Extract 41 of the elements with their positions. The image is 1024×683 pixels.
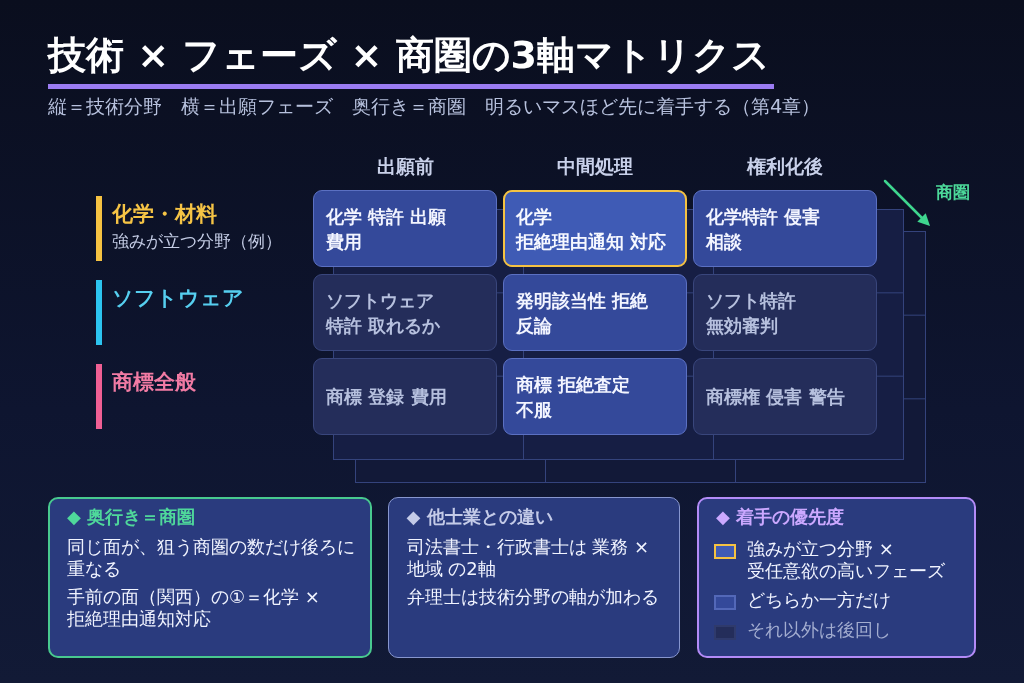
matrix-cell (313, 274, 497, 351)
info-card (388, 497, 680, 658)
matrix-cell (693, 358, 877, 435)
row-header: ソフトウェア (112, 285, 244, 311)
legend-text: 強みが立つ分野 × 受任意欲の高いフェーズ (747, 538, 946, 582)
row-header: 化学・材料 (112, 201, 217, 227)
matrix-cell (693, 274, 877, 351)
column-header: 中間処理 (556, 154, 634, 178)
info-card (697, 497, 976, 658)
card-text: 同じ面が、狙う商圏の数だけ後ろに重なる (67, 536, 356, 580)
matrix-cell (503, 274, 687, 351)
cell-label: ソフト特許無効審判 (706, 288, 796, 338)
arrow-label: 商圏 (936, 181, 970, 203)
cell-label: 商標 登録 費用 (326, 385, 447, 409)
info-card (48, 497, 372, 658)
cell-label: ソフトウェア特許 取れるか (326, 288, 441, 338)
row-subtitle: 強みが立つ分野（例） (112, 230, 282, 253)
matrix-cell (693, 190, 877, 267)
cell-label: 商標権 侵害 警告 (706, 385, 845, 409)
matrix-cell (313, 190, 497, 267)
cell-label: 化学 特許 出願費用 (325, 204, 447, 254)
card-heading: ◆ 着手の優先度 (716, 505, 846, 529)
cell-label: 商標 拒絶査定不服 (515, 372, 630, 422)
matrix-cell (313, 358, 497, 435)
cell-label: 化学拒絶理由通知 対応 (516, 204, 667, 254)
card-text: 司法書士・行政書士は 業務 × 地域 の2軸 (406, 535, 651, 580)
legend-text: それ以外は後回し (747, 619, 892, 641)
card-text: 手前の面（関西）の①＝化学 × 拒絶理由通知対応 (67, 586, 321, 630)
column-header: 権利化後 (745, 154, 824, 178)
title: 技術 × フェーズ × 商圏の3軸マトリクス (48, 32, 771, 78)
row-header: 商標全般 (112, 369, 196, 395)
matrix-cell (503, 358, 687, 435)
cell-label: 化学特許 侵害相談 (705, 204, 820, 254)
column-header: 出願前 (375, 154, 435, 178)
cell-label: 発明該当性 拒絶反論 (515, 288, 648, 338)
matrix-cell (503, 190, 687, 267)
subtitle: 縦＝技術分野 横＝出願フェーズ 奥行き＝商圏 明るいマスほど先に着手する（第4章） (48, 95, 821, 119)
card-text: 弁理士は技術分野の軸が加わる (406, 585, 660, 608)
card-heading: ◆ 奥行き＝商圏 (67, 505, 197, 529)
legend-text: どちらか一方だけ (747, 589, 892, 611)
card-heading: ◆ 他士業との違い (406, 504, 554, 529)
